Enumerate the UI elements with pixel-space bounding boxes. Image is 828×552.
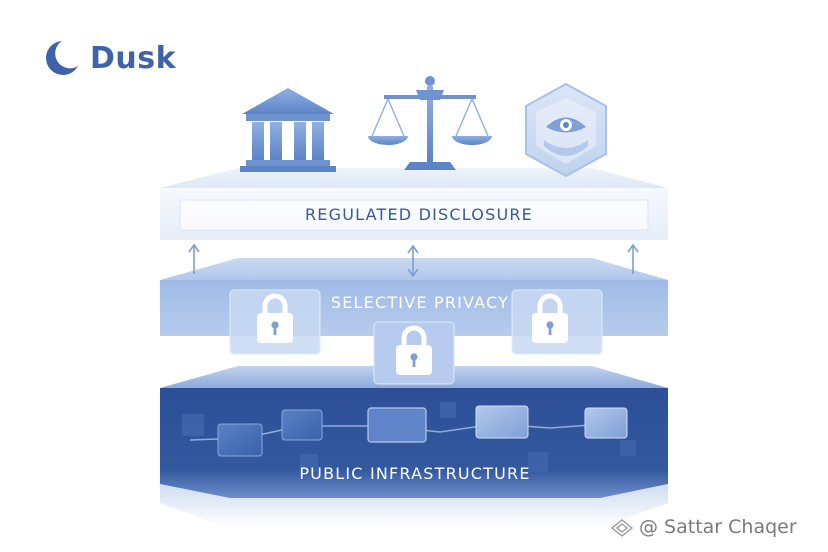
padlock-icon bbox=[532, 293, 568, 343]
padlock-card-center bbox=[373, 321, 455, 385]
public-infrastructure-layer bbox=[160, 366, 668, 528]
bank-building-icon bbox=[240, 88, 336, 172]
blockchain-blocks-icon bbox=[182, 402, 636, 472]
brand-name: Dusk bbox=[90, 40, 177, 76]
up-arrow-icon bbox=[627, 243, 639, 274]
brand-logo: Dusk bbox=[44, 36, 176, 80]
regulated-disclosure-label: REGULATED DISCLOSURE bbox=[304, 205, 533, 224]
justice-scales-icon bbox=[368, 76, 492, 170]
selective-privacy-label: SELECTIVE PRIVACY bbox=[330, 293, 510, 312]
padlock-card-right bbox=[511, 289, 603, 355]
padlock-card-left bbox=[229, 289, 321, 355]
watermark: @ Sattar Chaqer bbox=[612, 515, 797, 539]
watermark-text: @ Sattar Chaqer bbox=[639, 516, 797, 538]
padlock-icon bbox=[396, 325, 432, 375]
diamond-logo-icon bbox=[610, 519, 634, 537]
eye-shield-icon bbox=[525, 82, 607, 178]
up-arrow-icon bbox=[188, 243, 200, 274]
public-infrastructure-label: PUBLIC INFRASTRUCTURE bbox=[299, 464, 531, 483]
logo-spacer bbox=[44, 40, 80, 76]
padlock-icon bbox=[257, 293, 293, 343]
bidirectional-arrow-icon bbox=[407, 244, 419, 278]
regulated-disclosure-layer bbox=[160, 168, 668, 240]
crescent-moon-icon bbox=[46, 41, 78, 75]
